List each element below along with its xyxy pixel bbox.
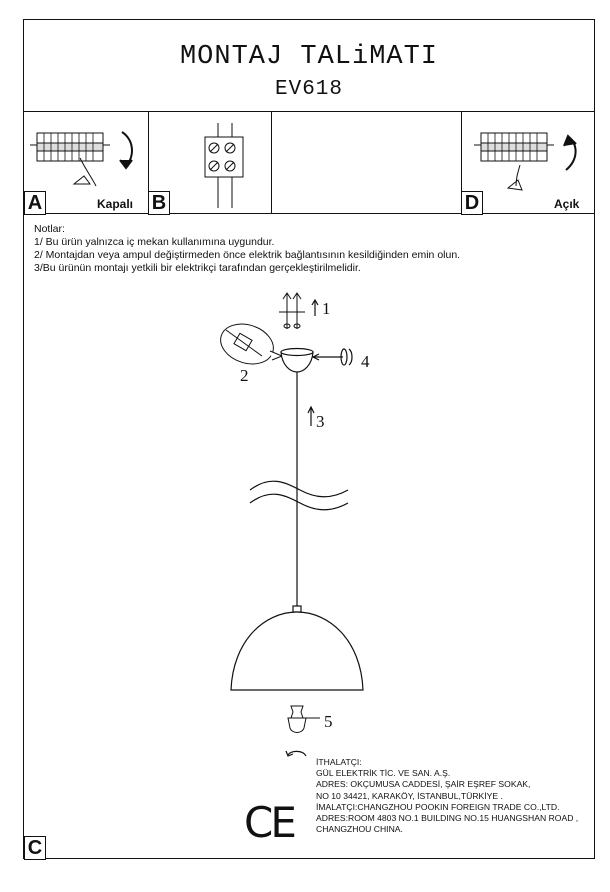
mounting-screws-icon	[279, 292, 305, 329]
cable-up-arrow-icon	[307, 405, 315, 426]
importer-address-block: İTHALATÇI: GÜL ELEKTRİK TİC. VE SAN. A.Ş…	[316, 757, 578, 835]
step-4-number: 4	[361, 352, 370, 371]
panel-d-caption: Açık	[554, 197, 580, 211]
panel-b-label: B	[148, 191, 170, 215]
step-3-number: 3	[316, 412, 325, 431]
notes-heading: Notlar:	[34, 223, 65, 235]
step-5-number: 5	[324, 712, 333, 731]
canopy-nut-arrow-icon	[311, 348, 353, 366]
step-1-number: 1	[322, 299, 331, 318]
up-arrow-icon	[311, 298, 319, 316]
note-item: 1/ Bu ürün yalnızca iç mekan kullanımına…	[34, 236, 275, 248]
header-divider	[24, 111, 594, 112]
address-line: GÜL ELEKTRİK TİC. VE SAN. A.Ş.	[316, 768, 451, 779]
model-number: EV618	[274, 78, 343, 101]
rotate-down-arrow-icon	[119, 131, 133, 170]
ceiling-canopy	[280, 347, 314, 373]
ce-mark: CE	[244, 798, 297, 847]
document-title: MONTAJ TALiMATI	[179, 42, 439, 72]
terminal-block-open-icon	[474, 132, 554, 191]
note-item: 2/ Montajdan veya ampul değiştirmeden ön…	[34, 249, 461, 261]
bulb-icon	[287, 705, 320, 733]
bulb-rotate-icon	[285, 750, 307, 757]
note-item: 3/Bu ürünün montajı yetkili bir elektrik…	[34, 262, 361, 274]
notes-section: Notlar: 1/ Bu ürün yalnızca iç mekan kul…	[34, 223, 460, 275]
address-line: NO 10 34421, KARAKÖY, İSTANBUL,TÜRKİYE .	[316, 790, 503, 801]
panel-c-label: C	[24, 836, 46, 860]
detail-connector-bubble	[220, 323, 284, 365]
panel-a-label: A	[24, 191, 46, 215]
panel-divider-d	[461, 111, 462, 213]
address-line: İTHALATÇI:	[316, 757, 362, 767]
wire-connector-icon	[204, 123, 244, 208]
panel-divider-b	[271, 111, 272, 213]
instruction-sheet: MONTAJ TALiMATI EV618 A Kapalı B D Açık …	[23, 19, 595, 860]
dome-lamp-shade	[230, 605, 364, 691]
cable-break-mark	[249, 480, 349, 511]
terminal-block-closed-icon	[30, 132, 110, 187]
address-line: ADRES: OKÇUMUSA CADDESİ, ŞAİR EŞREF SOKA…	[316, 779, 531, 790]
panel-a-caption: Kapalı	[97, 197, 134, 211]
address-line: CHANGZHOU CHINA.	[316, 824, 403, 835]
rotate-up-arrow-icon	[563, 134, 577, 171]
address-line: ADRES:ROOM 4803 NO.1 BUILDING NO.15 HUAN…	[316, 813, 579, 824]
address-line: İMALATÇI:CHANGZHOU POOKIN FOREIGN TRADE …	[316, 801, 560, 812]
panel-d-label: D	[461, 191, 483, 215]
panel-divider-a	[148, 111, 149, 213]
panels-divider	[24, 213, 594, 214]
step-2-number: 2	[240, 366, 249, 385]
